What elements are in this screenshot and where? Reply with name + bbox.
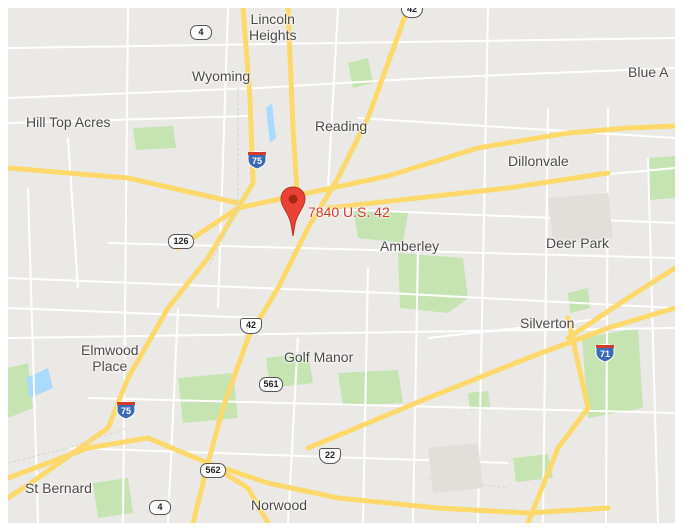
major-roads	[8, 8, 675, 523]
place-label-hill-top-acres: Hill Top Acres	[26, 114, 111, 130]
route-shield-561: 561	[259, 377, 283, 392]
place-label-wyoming: Wyoming	[192, 68, 251, 84]
interstate-shield-75-north: 75	[247, 151, 267, 169]
place-label-reading: Reading	[315, 118, 368, 134]
route-shield-562: 562	[200, 463, 226, 478]
map-canvas[interactable]: Lincoln Heights Wyoming Blue A Hill Top …	[8, 8, 675, 523]
map-base-layer	[8, 8, 675, 523]
minor-roads	[8, 8, 675, 523]
location-pin-icon[interactable]	[280, 186, 306, 238]
place-label-silverton: Silverton	[520, 315, 575, 331]
route-shield-126: 126	[168, 234, 194, 249]
place-label-st-bernard: St Bernard	[25, 480, 92, 496]
place-label-lincoln-heights: Lincoln Heights	[249, 11, 297, 43]
parks	[8, 58, 675, 518]
route-shield-4-north: 4	[190, 25, 212, 40]
route-shield-22: 22	[319, 448, 341, 464]
place-label-amberley: Amberley	[380, 238, 440, 254]
route-shield-42-mid: 42	[240, 318, 262, 334]
place-label-dillonvale: Dillonvale	[508, 153, 569, 169]
route-shield-4-south: 4	[149, 500, 171, 515]
place-label-elmwood-place: Elmwood Place	[81, 342, 139, 374]
interstate-shield-75-south: 75	[116, 401, 136, 419]
interstate-shield-71: 71	[595, 344, 615, 362]
place-label-deer-park: Deer Park	[546, 235, 610, 251]
pin-address-label: 7840 U.S. 42	[308, 204, 390, 220]
place-label-blue-ash: Blue A	[628, 64, 669, 80]
urban-blocks	[428, 193, 613, 493]
place-label-norwood: Norwood	[251, 497, 308, 513]
place-label-golf-manor: Golf Manor	[284, 349, 354, 365]
